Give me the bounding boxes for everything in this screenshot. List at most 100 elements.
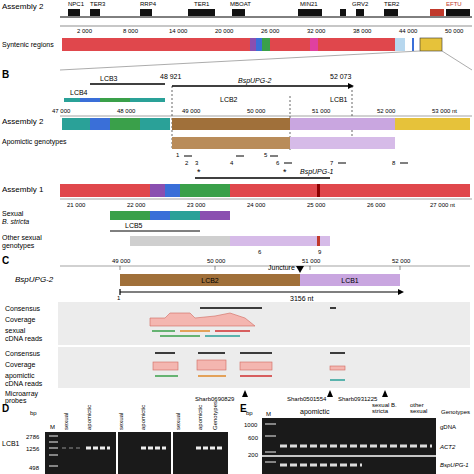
- consensus-line: [200, 307, 262, 309]
- synteny-block: [290, 137, 395, 149]
- synteny-block: [130, 236, 230, 246]
- synteny-block: [250, 38, 256, 51]
- synteny-block: [270, 38, 310, 51]
- figure-label: Genotypes: [212, 401, 218, 430]
- gene-box: [298, 9, 322, 16]
- primer-arrow: [338, 163, 346, 164]
- consensus-line: [240, 352, 272, 354]
- gene-track-line: [60, 17, 472, 18]
- gel-band: [196, 447, 224, 450]
- ladder-band: [265, 461, 276, 463]
- figure-label: MBOAT: [230, 1, 251, 7]
- figure-label: 21 000: [67, 202, 85, 208]
- figure-label: 7: [330, 160, 333, 166]
- figure-label: 600: [248, 435, 258, 441]
- figure-label: NPC1: [68, 1, 84, 7]
- synteny-block: [172, 137, 290, 149]
- consensus-line: [330, 352, 345, 354]
- ladder-band: [49, 447, 58, 449]
- gene-arrow: [120, 291, 398, 292]
- lcb-bar: LCB1: [300, 274, 400, 286]
- figure-label: 2786: [26, 434, 39, 440]
- read-band: [58, 302, 470, 345]
- synteny-block: [172, 118, 290, 130]
- figure-label: 48 000: [117, 108, 135, 114]
- synteny-block: [230, 184, 470, 197]
- figure-label: 14 000: [169, 28, 187, 34]
- synteny-block: [150, 184, 165, 197]
- synteny-block: [395, 38, 405, 51]
- figure-label: apomictic: [5, 372, 35, 379]
- synteny-block: [395, 118, 470, 130]
- axis-tick: [400, 266, 401, 270]
- figure-label: 50 000: [207, 258, 225, 264]
- figure-label: 200: [248, 452, 258, 458]
- figure-label: 51 000: [312, 108, 330, 114]
- panel-letter: D: [2, 404, 9, 414]
- figure-label: sexual B. stricta: [372, 402, 408, 415]
- lcb-block: [130, 98, 165, 102]
- figure-label: sexual: [118, 413, 124, 430]
- figure-label: Consensus: [5, 305, 40, 312]
- gel-band: [141, 447, 166, 450]
- consensus-line: [198, 352, 225, 354]
- panel-letter: B: [2, 70, 9, 80]
- synteny-block: [318, 38, 395, 51]
- figure-label: TER2: [384, 1, 399, 7]
- ladder-band: [265, 423, 276, 425]
- figure-label: 51 000: [302, 258, 320, 264]
- figure-label: 49 000: [112, 258, 130, 264]
- figure-label: ACT2: [440, 444, 455, 450]
- probe-marker: [327, 390, 333, 397]
- figure-label: 9: [318, 249, 321, 255]
- gene-arrow: [172, 85, 348, 87]
- lcb-line: [110, 231, 200, 232]
- primer-arrow: [270, 156, 278, 157]
- figure-label: LCB2: [220, 96, 238, 103]
- primer-arrow: [184, 156, 192, 157]
- figure-label: 48 921: [160, 73, 181, 80]
- mark: [317, 236, 320, 246]
- figure-label: 32 000: [307, 28, 325, 34]
- figure-label: apomictic: [86, 405, 92, 430]
- figure-label: Assembly 1: [2, 186, 43, 194]
- primer-arrow: [284, 163, 292, 164]
- ladder-band: [49, 465, 58, 467]
- figure-label: M: [266, 411, 271, 417]
- figure-label: 24 000: [247, 202, 265, 208]
- gene-bar: [195, 177, 330, 179]
- gene-box: [446, 9, 470, 16]
- arrow-head: [398, 289, 404, 295]
- figure-label: 44 000: [399, 28, 417, 34]
- lcb-block: [100, 98, 130, 102]
- coverage-plot: [153, 362, 178, 370]
- axis-line: [60, 116, 472, 117]
- synteny-block: [412, 38, 414, 51]
- mark: [317, 184, 320, 197]
- figure-label: EFTU: [446, 1, 462, 7]
- figure-label: 1256: [26, 446, 39, 452]
- figure-label: 53 000 nt: [432, 108, 457, 114]
- bar-label: LCB1: [341, 277, 359, 284]
- zoom-line: [442, 51, 472, 70]
- bar-label: LCB2: [201, 277, 219, 284]
- figure-label: 6: [276, 160, 279, 166]
- figure-label: 23 000: [187, 202, 205, 208]
- figure-label: Assembly 2: [2, 118, 43, 126]
- figure-label: 26 000: [261, 28, 279, 34]
- synteny-block: [62, 118, 90, 130]
- figure-label: 1000: [244, 422, 257, 428]
- figure-label: Coverage: [5, 316, 35, 323]
- figure-label: 20 000: [215, 28, 233, 34]
- synteny-block: [256, 38, 262, 51]
- synteny-block: [110, 118, 140, 130]
- figure-label: Consensus: [5, 350, 40, 357]
- read-line: [198, 375, 226, 377]
- figure-label: 52 073: [330, 73, 351, 80]
- read-line: [330, 379, 345, 381]
- figure-label: TER1: [194, 1, 209, 7]
- gel-divider: [171, 432, 173, 474]
- coverage-plot: [197, 360, 226, 370]
- synteny-block: [165, 184, 180, 197]
